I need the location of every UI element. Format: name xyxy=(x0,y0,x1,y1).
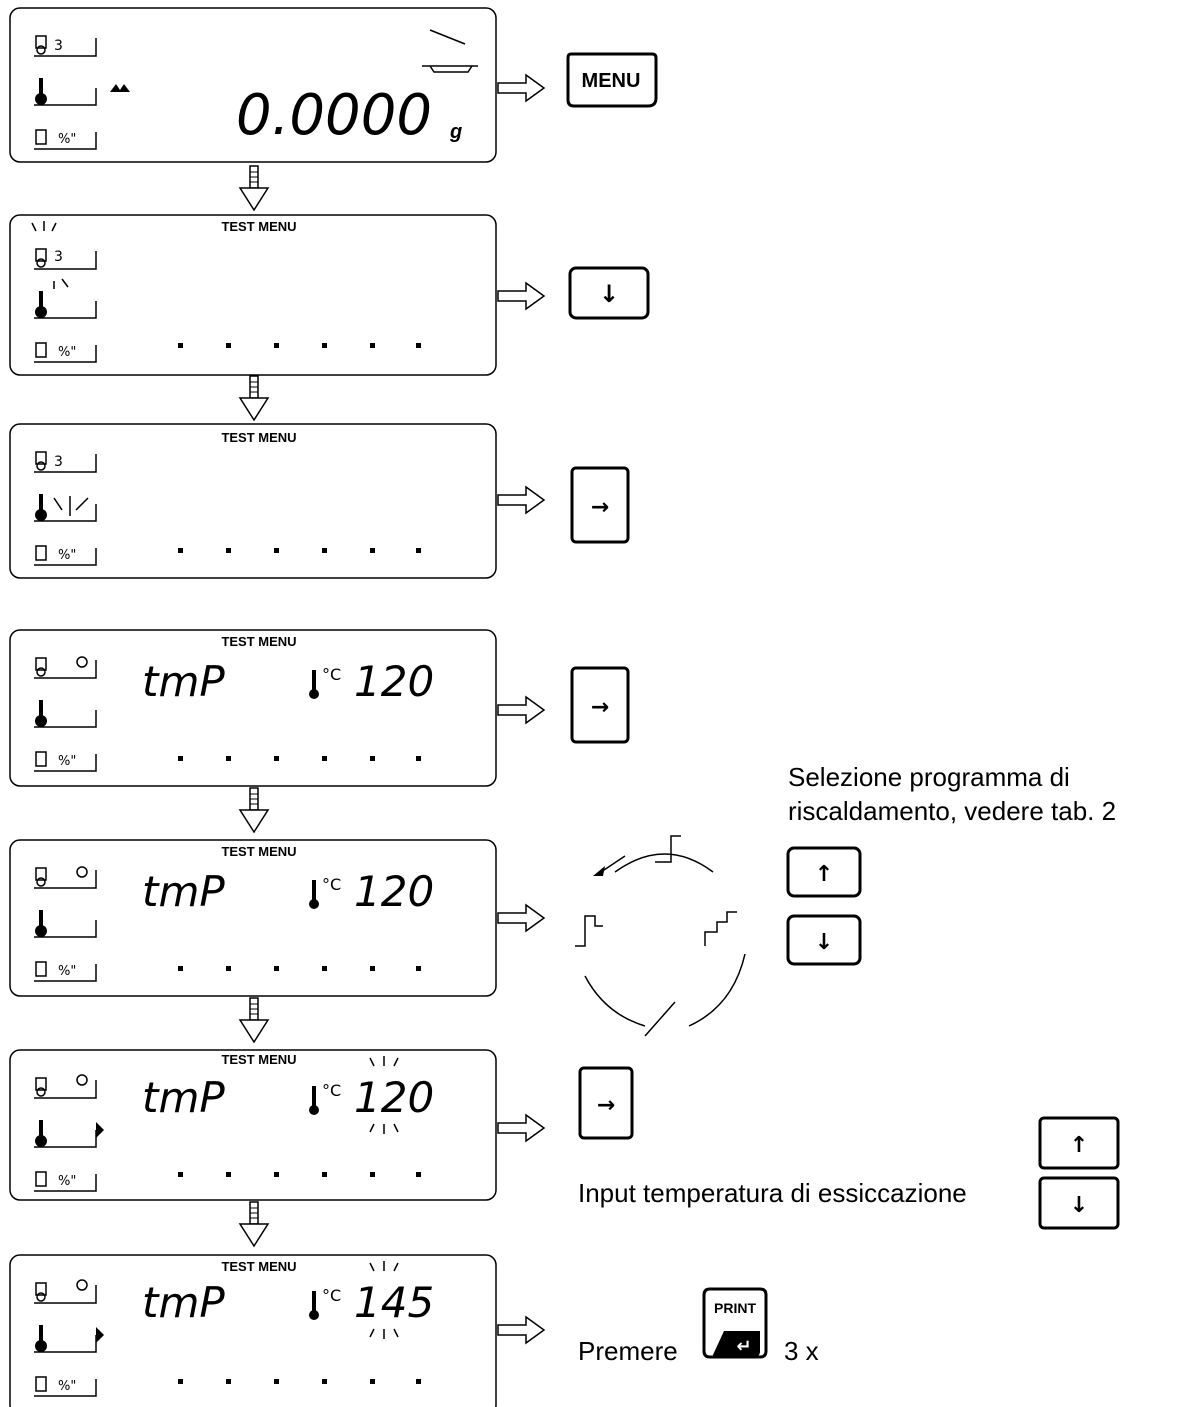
print-key-label: PRINT xyxy=(714,1300,756,1316)
test-menu-label: TEST MENU xyxy=(221,1052,296,1067)
tmp-label: tmP xyxy=(142,867,225,916)
down-flow-arrow-icon xyxy=(239,997,269,1043)
right-key[interactable]: → xyxy=(578,1066,634,1140)
down-flow-arrow-icon xyxy=(239,1201,269,1247)
display-screen-6: TEST MENU tmP °C 120 xyxy=(9,1049,497,1201)
menu-key-label: MENU xyxy=(582,70,641,92)
right-key-label: → xyxy=(591,695,609,720)
down-key[interactable]: ↓ xyxy=(786,914,862,966)
down-key-label: ↓ xyxy=(815,930,833,955)
up-key[interactable]: ↑ xyxy=(1038,1116,1120,1170)
svg-text:3: 3 xyxy=(54,249,63,265)
program-step-icon xyxy=(704,911,737,946)
down-flow-arrow-icon xyxy=(239,375,269,421)
arrow-right-icon xyxy=(497,486,545,514)
press-caption: Premere xyxy=(578,1336,678,1366)
temp-value: 145 xyxy=(354,1278,434,1327)
test-menu-label: TEST MENU xyxy=(221,844,296,859)
temp-unit: °C xyxy=(322,1081,341,1100)
display-screen-3: TEST MENU 3 xyxy=(9,423,497,579)
down-key-label: ↓ xyxy=(1070,1193,1088,1218)
display-unit: g xyxy=(449,121,462,143)
right-key[interactable]: → xyxy=(570,466,630,544)
program-fast-icon xyxy=(575,915,603,947)
down-key[interactable]: ↓ xyxy=(568,266,650,320)
arrow-right-icon xyxy=(497,696,545,724)
right-key[interactable]: → xyxy=(570,666,630,744)
display-screen-4: TEST MENU tmP °C 120 xyxy=(9,629,497,787)
display-screen-7: TEST MENU tmP °C 145 xyxy=(9,1254,497,1407)
press-times-caption: 3 x xyxy=(784,1336,819,1366)
print-key[interactable]: PRINT ↵ xyxy=(702,1287,768,1359)
display-screen-2: TEST MENU 3 xyxy=(9,214,497,376)
input-temperature-caption: Input temperatura di essiccazione xyxy=(578,1178,967,1208)
right-key-label: → xyxy=(591,495,609,520)
down-flow-arrow-icon xyxy=(239,165,269,211)
tmp-label: tmP xyxy=(142,657,225,706)
indicator-icon xyxy=(110,84,130,92)
test-menu-label: TEST MENU xyxy=(221,430,296,445)
svg-text:3: 3 xyxy=(54,454,63,470)
arrow-right-icon xyxy=(497,1316,545,1344)
up-key-label: ↑ xyxy=(1070,1133,1088,1158)
arrow-right-icon xyxy=(497,1114,545,1142)
test-menu-label: TEST MENU xyxy=(221,1259,296,1274)
up-key[interactable]: ↑ xyxy=(786,846,862,898)
pan-icon xyxy=(422,65,478,73)
arrow-right-icon xyxy=(497,74,545,102)
display-value: 0.0000 xyxy=(236,83,432,148)
display-screen-1: 3 0.0000 g xyxy=(9,7,497,163)
arrow-right-icon xyxy=(497,282,545,310)
down-key-label: ↓ xyxy=(599,280,619,308)
tmp-label: tmP xyxy=(142,1073,225,1122)
program-ramp-icon xyxy=(644,1001,676,1037)
down-key[interactable]: ↓ xyxy=(1038,1176,1120,1230)
down-flow-arrow-icon xyxy=(239,787,269,833)
program-standard-icon xyxy=(655,835,681,863)
enter-icon: ↵ xyxy=(736,1336,751,1357)
heating-program-cycle xyxy=(575,835,746,1037)
test-menu-label: TEST MENU xyxy=(221,634,296,649)
temp-unit: °C xyxy=(322,1286,341,1305)
svg-text:3: 3 xyxy=(54,38,63,54)
test-menu-label: TEST MENU xyxy=(221,219,296,234)
temp-value: 120 xyxy=(354,657,434,706)
display-screen-5: TEST MENU tmP °C 120 xyxy=(9,839,497,997)
temp-value: 120 xyxy=(354,867,434,916)
tmp-label: tmP xyxy=(142,1278,225,1327)
temp-value: 120 xyxy=(354,1073,434,1122)
menu-key[interactable]: MENU xyxy=(566,52,658,108)
up-key-label: ↑ xyxy=(815,862,833,887)
arrow-right-icon xyxy=(497,904,545,932)
select-program-caption: Selezione programma di riscaldamento, ve… xyxy=(788,762,1117,826)
right-key-label: → xyxy=(597,1093,615,1118)
temp-unit: °C xyxy=(322,665,341,684)
temp-unit: °C xyxy=(322,875,341,894)
